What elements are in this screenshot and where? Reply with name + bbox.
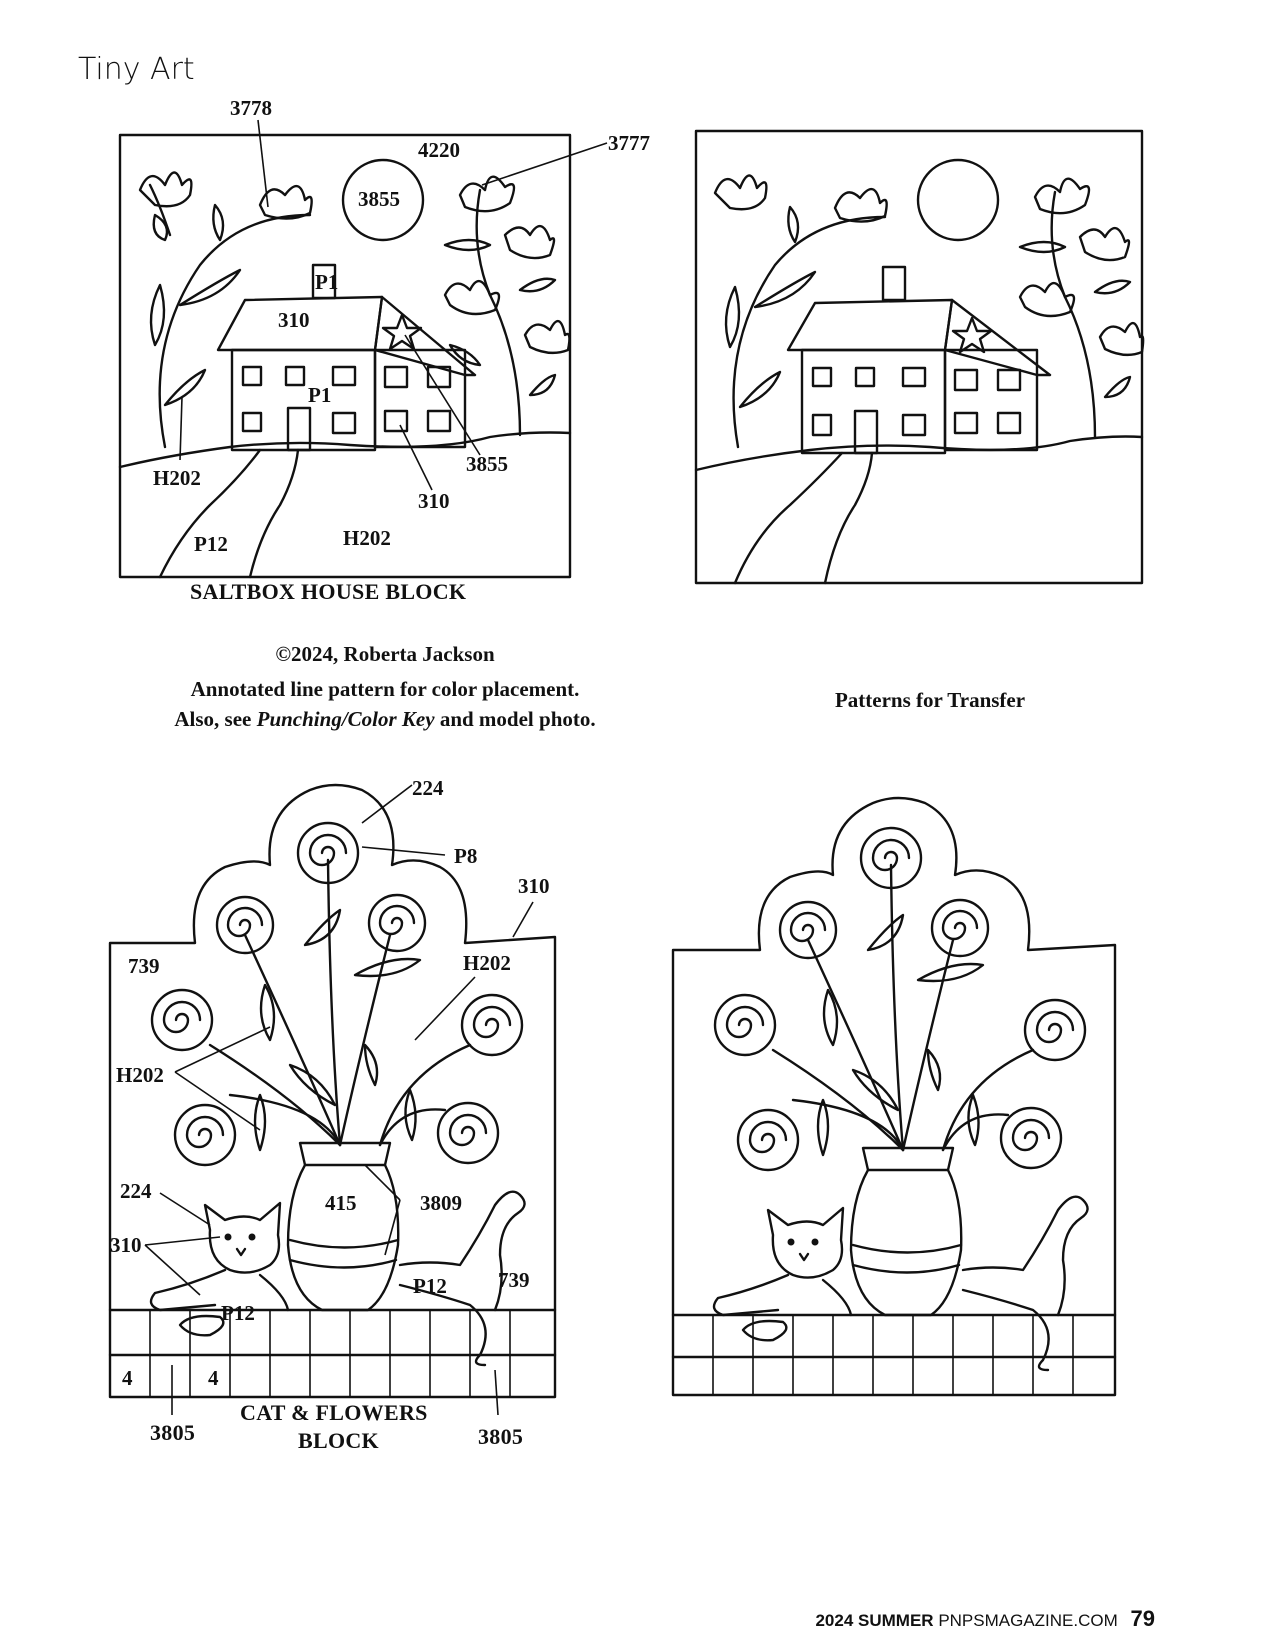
label-roof: 310	[278, 308, 310, 332]
saltbox-arrows	[179, 119, 608, 491]
label-vase: 415	[325, 1191, 357, 1215]
label-leaves-left: H202	[116, 1063, 164, 1087]
cat-flowers-annotated-pattern: 224 P8 310 739 H202 H202 415 3809 224 31…	[108, 776, 557, 1416]
label-vase-stripes: 3809	[420, 1191, 462, 1215]
copyright-credit: ©2024, Roberta Jackson	[275, 642, 495, 666]
annotation-note-line2: Also, see Punching/Color Key and model p…	[85, 707, 685, 732]
label-leaf: H202	[153, 466, 201, 490]
label-cat-eyes: 310	[110, 1233, 142, 1257]
label-tulip-left: 3778	[230, 96, 272, 120]
label-tile-b: 4	[208, 1366, 219, 1390]
label-door: P1	[308, 383, 331, 407]
left-tulip-vine	[138, 171, 313, 449]
label-moon: 3855	[358, 187, 400, 211]
label-flower-center: P8	[454, 844, 477, 868]
label-ground: H202	[343, 526, 391, 550]
grout-right-label: 3805	[478, 1424, 524, 1449]
label-cat-ears: 224	[120, 1179, 152, 1203]
saltbox-transfer-pattern	[694, 129, 1145, 585]
label-windows: 310	[418, 489, 450, 513]
label-leaf-right: H202	[463, 951, 511, 975]
saltbox-annotated-pattern: 3778 4220 3777 3855 P1 310 P1 H202 3855 …	[118, 96, 650, 579]
label-tile-a: 4	[122, 1366, 133, 1390]
saltbox-drawing	[118, 133, 572, 579]
label-star: 3855	[466, 452, 508, 476]
label-tulip-right: 3777	[608, 131, 650, 155]
page-footer: 2024 SUMMER PNPSMAGAZINE.COM 79	[815, 1606, 1155, 1632]
house-shape	[216, 263, 477, 452]
cat-flowers-title-line1: CAT & FLOWERS	[240, 1400, 428, 1425]
moon-shape	[341, 158, 425, 242]
cat-flowers-drawing	[108, 783, 557, 1399]
spiral-flowers	[150, 821, 524, 1167]
label-tail-cat: P12	[413, 1274, 447, 1298]
label-path: P12	[194, 532, 228, 556]
right-tulip-vine	[443, 175, 571, 437]
grout-left-label: 3805	[150, 1420, 196, 1445]
footer-season: 2024 SUMMER	[815, 1611, 934, 1630]
footer-site: PNPSMAGAZINE.COM	[938, 1611, 1118, 1630]
note-emphasis: Punching/Color Key	[256, 707, 435, 731]
cat-flowers-title-line2: BLOCK	[298, 1428, 379, 1453]
label-background-left: 739	[128, 954, 160, 978]
annotation-note-line1: Annotated line pattern for color placeme…	[190, 677, 580, 701]
label-sky: 4220	[418, 138, 460, 162]
label-chimney: P1	[315, 270, 338, 294]
label-flower-outline: 224	[412, 776, 444, 800]
tile-verticals	[149, 1310, 511, 1397]
label-background-right: 739	[498, 1268, 530, 1292]
note-suffix: and model photo.	[434, 707, 596, 731]
note-prefix: Also, see	[174, 707, 257, 731]
page-number: 79	[1130, 1606, 1155, 1631]
saltbox-title: SALTBOX HOUSE BLOCK	[190, 579, 467, 604]
vase-shape	[286, 1141, 400, 1312]
label-cat-body: P12	[221, 1301, 255, 1325]
section-label: Tiny Art	[78, 52, 195, 87]
cat-flowers-arrows	[144, 784, 534, 1416]
cat-flowers-transfer-pattern	[671, 796, 1117, 1397]
label-border: 310	[518, 874, 550, 898]
cat-shape	[149, 1201, 290, 1337]
transfer-label: Patterns for Transfer	[834, 688, 1026, 712]
